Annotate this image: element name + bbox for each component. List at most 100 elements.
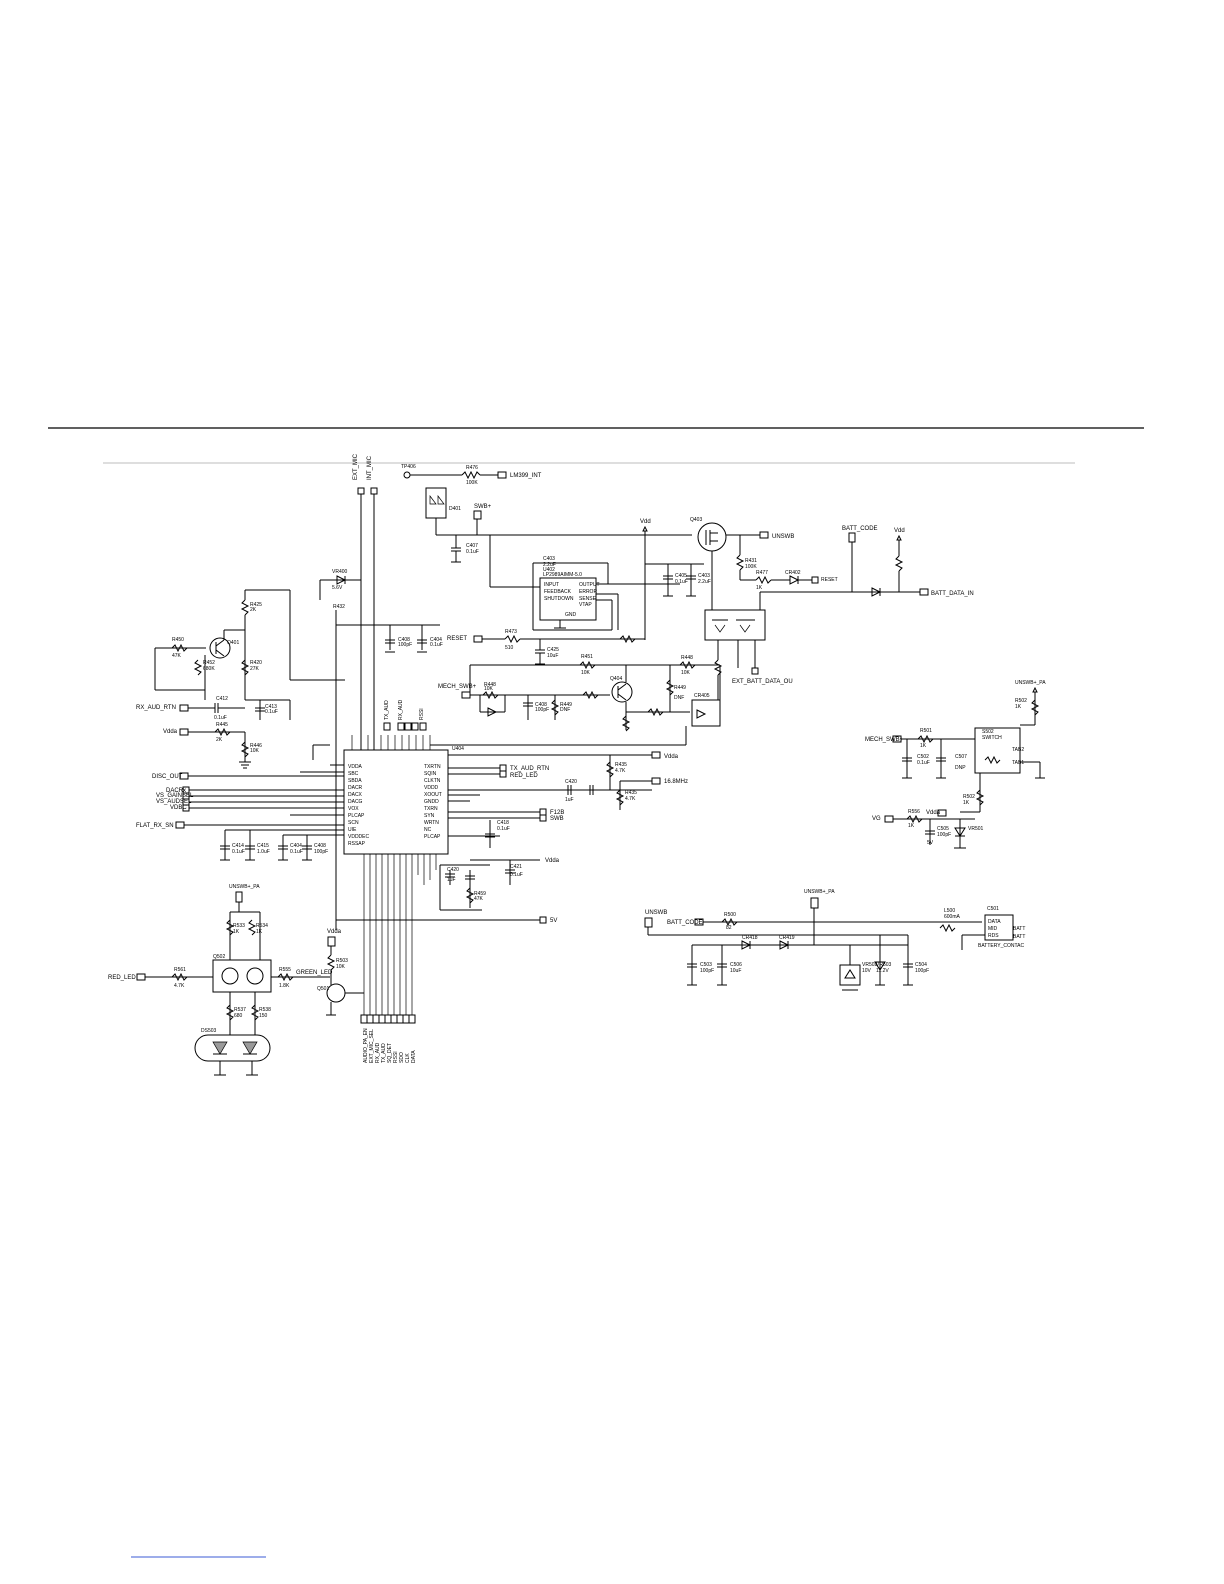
c413-value: 0.1uF — [265, 709, 278, 715]
u402-label: U402 — [543, 567, 555, 573]
c503-value: 100pF — [700, 968, 714, 974]
c404-label: C404 — [430, 637, 442, 643]
r561-value: 4.7K — [174, 983, 185, 989]
switch-label: SWITCH — [982, 735, 1002, 741]
swb-top-label: SWB+ — [474, 504, 492, 510]
green-led-label: GREEN_LED — [296, 970, 333, 976]
r425-label: R425 — [250, 602, 262, 608]
battery-data-section: BATT_CODE Vdd BATT_DATA_IN — [759, 526, 974, 610]
c419-label: C420 — [565, 779, 577, 785]
r534-value: 1K — [256, 929, 263, 935]
u402-pin-output: OUTPUT — [579, 582, 600, 588]
batt-code-lower-label: BATT_CODE — [667, 920, 703, 926]
q405-transistor-array: EXT_BATT_DATA_OU — [704, 609, 793, 700]
r473-value: 510 — [505, 645, 514, 651]
r473-label: R473 — [505, 629, 517, 635]
u404-pin-l5: DACG — [348, 799, 363, 805]
tab2-label: TAB2 — [1012, 747, 1024, 753]
unswb-pa-right-label: UNSWB+_PA — [1015, 680, 1046, 686]
tp406-label: TP406 — [401, 464, 416, 470]
u404-ic: U404 VDDA SBC SBDA DACR DACX DACG VOX PL… — [343, 699, 464, 1015]
vdd-top-label: Vdd — [640, 519, 651, 525]
batt-plus-label: BATT — [1013, 926, 1025, 932]
mic-input-bus: EXT_MIC INT_MIC — [353, 453, 378, 750]
c408-top-label: C408 — [398, 637, 410, 643]
r477-label: R477 — [756, 570, 768, 576]
u404-pin-l0: VDDA — [348, 764, 363, 770]
c416-label: C404 — [290, 843, 302, 849]
r450-value: 47K — [172, 653, 182, 659]
c503-label: C503 — [700, 962, 712, 968]
u404-pin-l7: PLCAP — [348, 813, 365, 819]
vr400-label: VR400 — [332, 569, 348, 575]
r500-label: R500 — [724, 912, 736, 918]
r450-label: R450 — [172, 637, 184, 643]
vg-label: VG — [872, 816, 881, 822]
u402-pin-sense: SENSE — [579, 596, 597, 602]
r556-value: 1K — [908, 823, 915, 829]
lm-out-connector — [497, 471, 507, 479]
rssi-top-label: RSSI — [419, 708, 425, 720]
flat-rx-sn-label: FLAT_RX_SN — [136, 823, 174, 829]
c407-capacitor: C407 0.1uF — [451, 535, 479, 563]
ds503-led-package — [194, 1034, 271, 1062]
u404-decoupling-top: R432 C408 100pF C404 0.1uF — [312, 604, 443, 930]
c419-value: 1uF — [565, 797, 574, 803]
battery-connector-section: UNSWB BATT_CODE R500 82 UNSWB+_PA CR418 … — [644, 889, 1025, 991]
vdda-left-label: Vdda — [163, 729, 178, 735]
u404-label: U404 — [452, 746, 464, 752]
c408-value: 100pF — [535, 707, 549, 713]
c506-label: C506 — [730, 962, 742, 968]
vr502-value: 10V — [862, 968, 872, 974]
c421-label: C421 — [510, 864, 522, 870]
red-led-right-label: RED_LED — [510, 773, 538, 779]
vr503-value: 11.2V — [876, 968, 889, 974]
c420-value: 1uF — [447, 877, 456, 883]
r451-label: R451 — [581, 654, 593, 660]
u404-pin-l1: SBC — [348, 771, 359, 777]
green-led-icon — [242, 1041, 258, 1055]
r500-value: 82 — [726, 925, 732, 931]
q502-label: Q502 — [213, 954, 225, 960]
c412-value: 0.1uF — [214, 715, 227, 721]
vr400-value: 5.6V — [332, 585, 343, 591]
reset-top-label: RESET — [821, 577, 838, 583]
rx-aud-rtn-label: RX_AUD_RTN — [136, 705, 176, 711]
r448-value: 10K — [484, 686, 494, 692]
u404-pin-r5: GNDD — [424, 799, 439, 805]
u402-pin-feedback: FEEDBACK — [544, 589, 572, 595]
r449-value: DNF — [560, 707, 570, 713]
c414-value: 0.1uF — [232, 849, 245, 855]
u404-pin-r4: XOOUT — [424, 792, 442, 798]
u404-pin-r1: SQIN — [424, 771, 437, 777]
mech-swb-label: MECH_SWB+ — [438, 684, 477, 690]
vdbc-label: VDBC — [170, 805, 187, 811]
c416-value: 0.1uF — [290, 849, 303, 855]
u402-regulator: C403 2.2uF U402 LP2989AIMM-5.0 INPUT FEE… — [489, 535, 680, 631]
d401-label: D401 — [449, 506, 461, 512]
reset-section: RESET R473 510 C425 10uF — [447, 629, 645, 665]
r555-value: 1.8K — [279, 983, 290, 989]
r557-label: R502 — [1015, 698, 1027, 704]
r431-value: 100K — [745, 564, 757, 570]
c403-value: 2.2uF — [543, 562, 556, 568]
unswb-lower-label: UNSWB — [645, 910, 667, 916]
r448-label: R448 — [484, 682, 496, 688]
batt-data-in-label: BATT_DATA_IN — [931, 591, 974, 597]
r449b-value: DNF — [674, 695, 684, 701]
r459-label: R459 — [474, 891, 486, 897]
u402-pin-input: INPUT — [544, 582, 559, 588]
r503-value: 10K — [336, 964, 346, 970]
c407-value: 0.1uF — [466, 549, 479, 555]
vr501-label: VR501 — [968, 826, 984, 832]
c425-label: C425 — [547, 647, 559, 653]
r502-label: R502 — [963, 794, 975, 800]
vs-gaincnt-label: VS_GAINSEL — [156, 793, 194, 799]
c505-label: C505 — [937, 826, 949, 832]
r534-label: R534 — [256, 923, 268, 929]
c507-value: DNP — [955, 765, 966, 771]
u402-pin-vtap: VTAP — [579, 602, 592, 608]
r420-label: R420 — [250, 660, 262, 666]
test-point-icon — [403, 471, 411, 479]
u404-pin-r0: TXRTN — [424, 764, 441, 770]
